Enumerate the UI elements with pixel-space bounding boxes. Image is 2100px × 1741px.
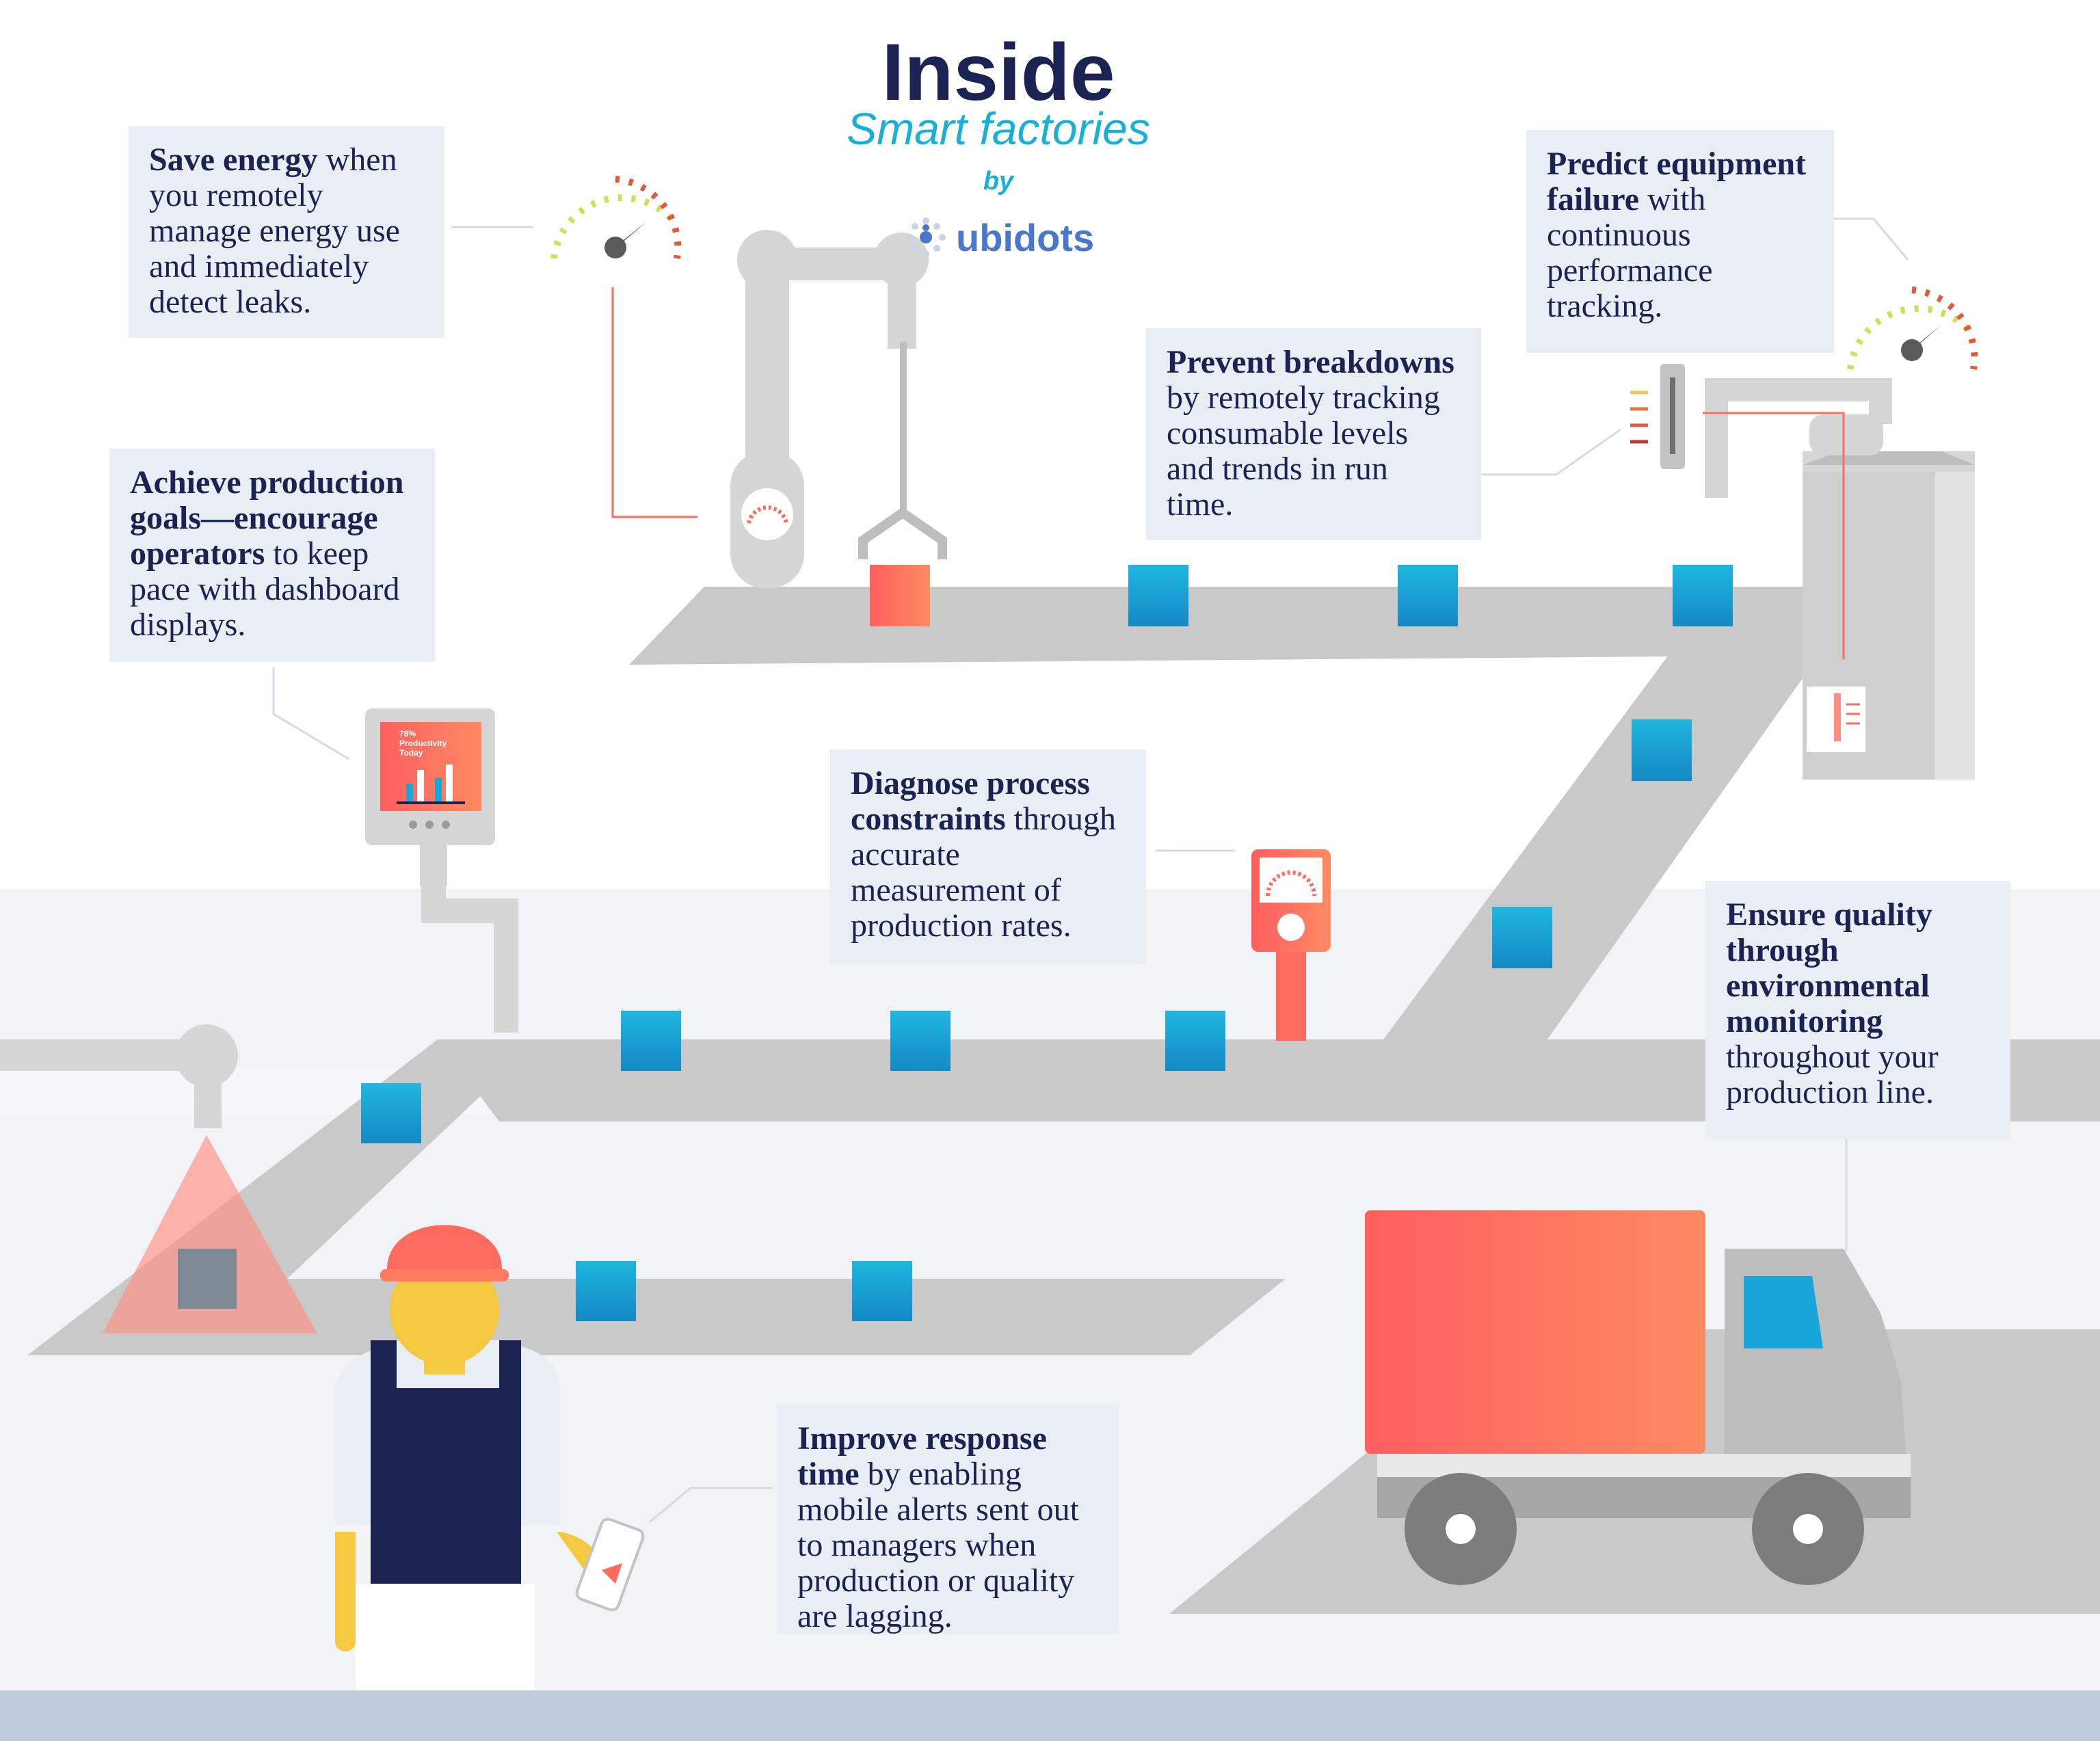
card-heading: Diagnose process constraints	[851, 765, 1090, 837]
conveyor-diagonal	[1381, 655, 1819, 1042]
card-heading: Prevent breakdowns	[1167, 344, 1454, 380]
box	[1128, 565, 1188, 626]
box	[1398, 565, 1458, 626]
card-body: by remotely tracking consumable levels a…	[1167, 380, 1440, 522]
box	[890, 1011, 951, 1071]
brand-name: ubidots	[956, 215, 1095, 259]
card-ensure-quality: Ensure quality through environmental mon…	[1705, 881, 2010, 1139]
robot-arm	[730, 230, 947, 588]
box	[852, 1261, 912, 1321]
ubidots-dots-icon	[906, 217, 946, 257]
card-diagnose-constraints: Diagnose process constraints through acc…	[830, 749, 1146, 964]
dashboard-screen-text: 78% Productivity Today	[399, 729, 468, 758]
level-indicator	[1630, 364, 1685, 469]
card-heading: Achieve production goals—encourage opera…	[130, 464, 404, 572]
scanner	[0, 1024, 317, 1333]
arm-gauge-icon	[747, 505, 788, 524]
failure-gauge-icon	[1847, 287, 1978, 370]
box	[621, 1011, 681, 1071]
card-heading: Predict equipment failure	[1547, 146, 1807, 217]
conveyor-middle	[438, 1039, 2100, 1121]
silo-machine	[1705, 378, 1975, 780]
card-prevent-breakdowns: Prevent breakdowns by remotely tracking …	[1146, 328, 1481, 540]
sensor-lines	[611, 287, 1845, 659]
card-production-goals: Achieve production goals—encourage opera…	[109, 449, 435, 662]
worker	[335, 1225, 645, 1690]
coral-box	[870, 565, 930, 626]
card-heading: Ensure quality through environmental mon…	[1726, 896, 1932, 1039]
byline: by	[983, 167, 1014, 196]
conveyor-bottom	[27, 1039, 1286, 1355]
box	[576, 1261, 636, 1321]
page-subtitle: Smart factories	[847, 103, 1150, 154]
energy-gauge-icon	[550, 176, 682, 259]
box	[1492, 907, 1552, 968]
brand-logo: ubidots	[904, 213, 1094, 261]
card-body: when you remotely manage energy use and …	[149, 142, 400, 320]
card-heading: Save energy	[149, 142, 318, 178]
card-save-energy: Save energy when you remotely manage ene…	[129, 126, 444, 338]
card-body: throughout your production line.	[1726, 1039, 1939, 1111]
card-body: with continuous performance tracking.	[1547, 181, 1713, 324]
card-predict-failure: Predict equipment failure with continuou…	[1526, 130, 1834, 353]
footer-band	[0, 1690, 2100, 1741]
rate-meter	[1251, 849, 1331, 1041]
box	[1165, 1011, 1225, 1071]
page-title: Inside	[881, 27, 1115, 118]
screen-label-productivity: Productivity	[399, 739, 447, 748]
box	[361, 1083, 421, 1143]
connector-lines	[272, 217, 1909, 1524]
screen-percentage: 78%	[399, 729, 416, 739]
card-body: by enabling mobile alerts sent out to ma…	[797, 1456, 1079, 1634]
screen-label-today: Today	[399, 748, 423, 758]
truck	[1365, 1210, 1911, 1585]
card-body: through accurate measurement of producti…	[851, 801, 1116, 944]
box	[1632, 719, 1692, 781]
dashboard-monitor	[365, 708, 518, 1033]
boxes	[361, 565, 1733, 1321]
card-body: to keep pace with dashboard displays.	[130, 535, 400, 643]
conveyor-top	[629, 587, 1846, 665]
box	[1673, 565, 1733, 626]
card-heading: Improve response time	[797, 1420, 1047, 1492]
card-improve-response: Improve response time by enabling mobile…	[777, 1405, 1119, 1634]
